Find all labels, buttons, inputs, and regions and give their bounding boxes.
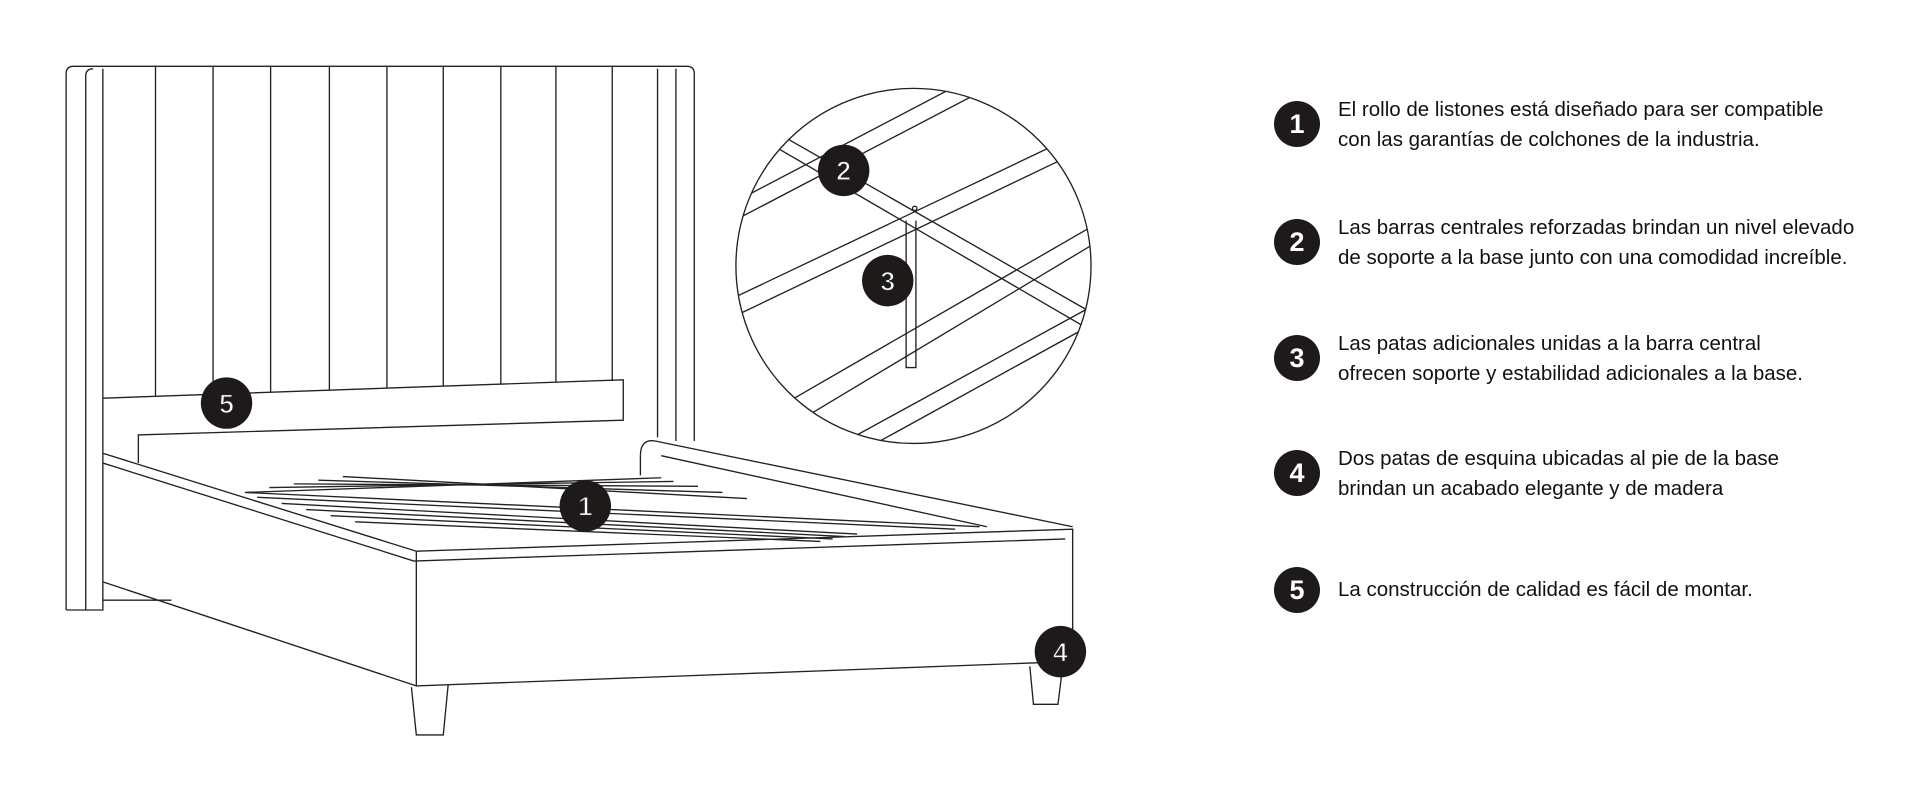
feature-item-4: 4 Dos patas de esquina ubicadas al pie d… [1270,447,1910,520]
leg-front-right [1029,665,1064,705]
feature-text: Las patas adicionales unidas a la barra … [1338,332,1803,385]
svg-text:4: 4 [1053,637,1068,667]
marker-3: 3 [862,254,914,307]
number-badge: 1 [1274,101,1320,147]
detail-inset [735,87,1092,445]
marker-5: 5 [200,377,253,429]
bed-frame [102,379,1074,736]
feature-text: Las barras centrales reforzadas brindan … [1338,216,1855,269]
number-badge: 4 [1274,450,1320,496]
marker-4: 4 [1034,625,1087,678]
feature-text: El rollo de listones está diseñado para … [1338,98,1824,151]
svg-text:5: 5 [219,389,234,419]
feature-item-2: 2 Las barras centrales reforzadas brinda… [1270,216,1910,289]
feature-text: La construcción de calidad es fácil de m… [1338,578,1753,601]
headboard [65,65,695,611]
markers: 1 2 3 4 5 [200,144,1087,678]
svg-text:2: 2 [836,156,851,186]
svg-text:1: 1 [578,492,593,522]
number-badge: 3 [1274,335,1320,381]
leg-front-left [410,684,449,736]
number-badge: 2 [1274,219,1320,265]
feature-text: Dos patas de esquina ubicadas al pie de … [1338,447,1780,500]
marker-1: 1 [559,480,612,532]
feature-item-5: 5 La construcción de calidad es fácil de… [1270,567,1910,637]
feature-item-3: 3 Las patas adicionales unidas a la barr… [1270,332,1910,405]
svg-text:3: 3 [880,266,895,296]
number-badge: 5 [1274,567,1320,613]
feature-item-1: 1 El rollo de listones está diseñado par… [1270,98,1910,171]
marker-2: 2 [817,144,870,197]
